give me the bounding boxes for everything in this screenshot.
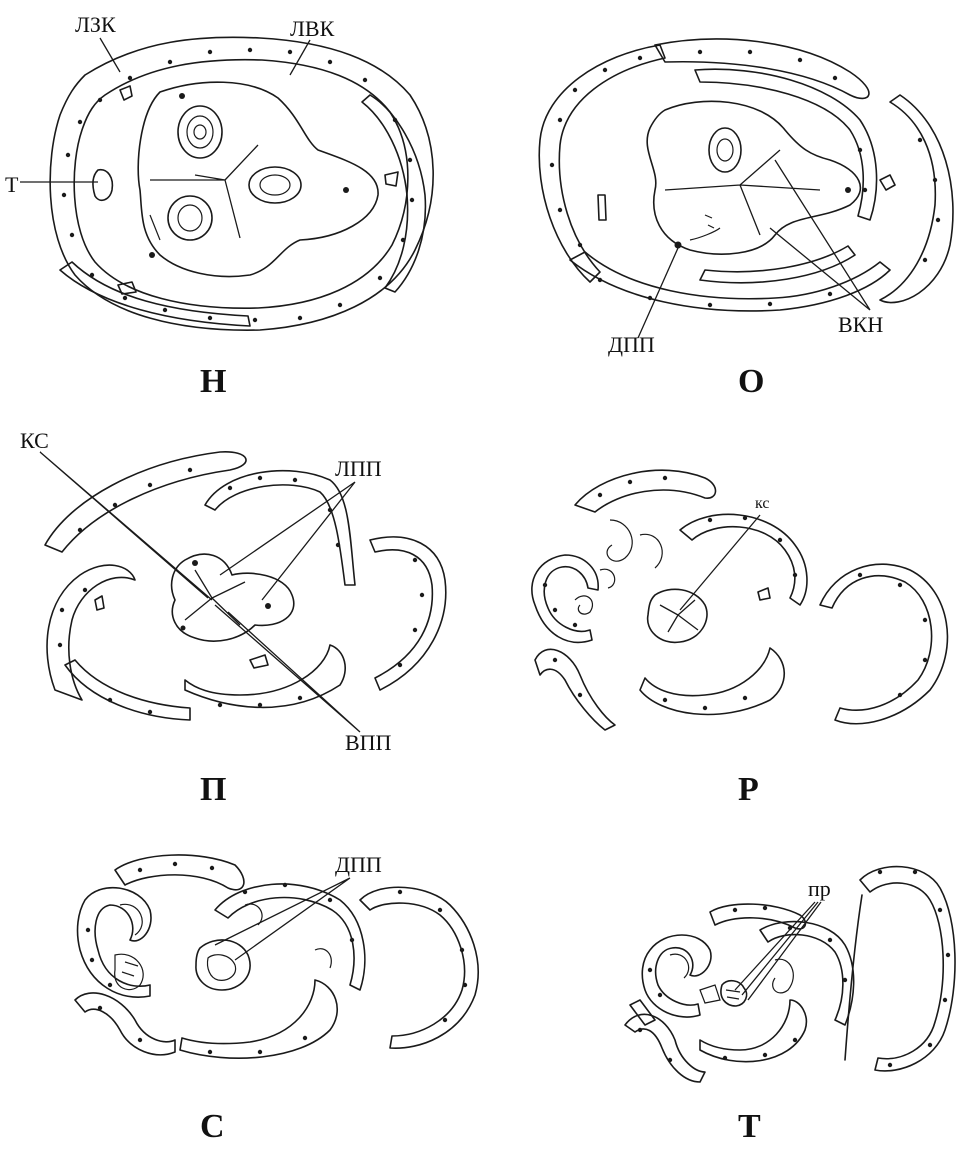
panel-o-sheath-bottom (570, 252, 890, 311)
panel-o-label-vkn: ВКН (838, 312, 883, 337)
panel-s-letter: С (200, 1108, 225, 1145)
panel-r-label-ks: кс (755, 495, 769, 512)
panel-p-sheath-bottom-left (65, 660, 190, 720)
panel-t-sheath-left (642, 935, 711, 1017)
panel-r-sheath-left (532, 555, 598, 642)
panel-s-sheath-bottom-left (75, 993, 175, 1055)
panel-n-central-body (138, 82, 378, 276)
panel-o-sheath-left (539, 45, 665, 282)
panel-t-sheath-bottom (700, 1000, 806, 1062)
panel-r-sheath-right (820, 564, 947, 724)
panel-r: кс Р (532, 470, 948, 808)
panel-n-sheath-fragment (362, 95, 425, 292)
panel-o-sheath-lower-inner (700, 246, 855, 283)
panel-n-small-patch (120, 86, 132, 100)
panel-r-sheath-bottom-left (535, 649, 615, 730)
panel-n-bundle (178, 106, 222, 158)
panel-s-sheath-top (115, 855, 244, 890)
panel-t: пр Т (625, 867, 955, 1145)
panel-s-sheath-dots (86, 862, 467, 1054)
panel-n-label-t: Т (5, 172, 19, 197)
panel-t-sheath-right (860, 867, 955, 1071)
panel-o-label-dpp: ДПП (608, 332, 655, 357)
panel-s-sheath-left (78, 888, 151, 998)
panel-p-sheath-right (370, 537, 446, 690)
panel-n-letter: Н (200, 363, 226, 400)
panel-t-sheath-bottom-left (625, 1014, 705, 1082)
panel-o-sheath-top (655, 39, 869, 98)
panel-r-sheath-dots (543, 476, 927, 710)
panel-r-sheath-top (575, 470, 716, 512)
panel-s-sheath-mid (215, 884, 365, 990)
panel-o-bundle (709, 128, 741, 172)
panel-p-label-lpp: ЛПП (335, 456, 382, 481)
panel-n-bundle (168, 196, 212, 240)
panel-n-label-lzk: ЛЗК (75, 12, 116, 37)
panel-s-sheath-right (360, 887, 478, 1048)
panel-n-bundle (249, 167, 301, 203)
panel-o-central-body (647, 101, 860, 254)
panel-r-sheath-bottom (640, 648, 784, 714)
panel-p-sheath-upper (205, 471, 355, 585)
panel-r-sheath-mid (680, 514, 807, 605)
panel-s-sheath-bottom (180, 980, 337, 1058)
panel-s-central-body (196, 940, 250, 990)
panel-r-letter: Р (738, 771, 759, 808)
panel-o-sheath-right (880, 95, 953, 303)
panel-n: ЛЗК ЛВК Т Н (5, 12, 433, 400)
panel-p-label-ks: КС (20, 428, 49, 453)
panel-t-sheath-top (710, 904, 805, 929)
panel-t-sheath-dots (638, 870, 950, 1067)
panel-o: ДПП ВКН О (539, 39, 953, 400)
panel-p-label-vpp: ВПП (345, 730, 392, 755)
panel-o-letter: О (738, 363, 764, 400)
panel-t-label-pr: пр (808, 876, 831, 901)
panel-o-sheath-inner (695, 69, 877, 220)
panel-t-letter: Т (738, 1108, 761, 1145)
panel-n-sheath-fragment (60, 262, 250, 326)
panel-p-sheath-left (47, 565, 135, 700)
panel-n-inner-sheath (74, 60, 408, 309)
panel-n-label-lvk: ЛВК (290, 16, 335, 41)
panel-n-t-body (93, 170, 112, 201)
panel-p: КС ЛПП ВПП П (20, 428, 446, 808)
panel-p-sheath-dots (58, 468, 424, 714)
panel-s-label-dpp: ДПП (335, 852, 382, 877)
panel-p-sheath-top (45, 452, 246, 552)
panel-t-sheath-mid (760, 922, 854, 1025)
panel-p-letter: П (200, 771, 226, 808)
panel-p-central-body (172, 554, 294, 641)
panel-s: ДПП С (75, 852, 478, 1145)
